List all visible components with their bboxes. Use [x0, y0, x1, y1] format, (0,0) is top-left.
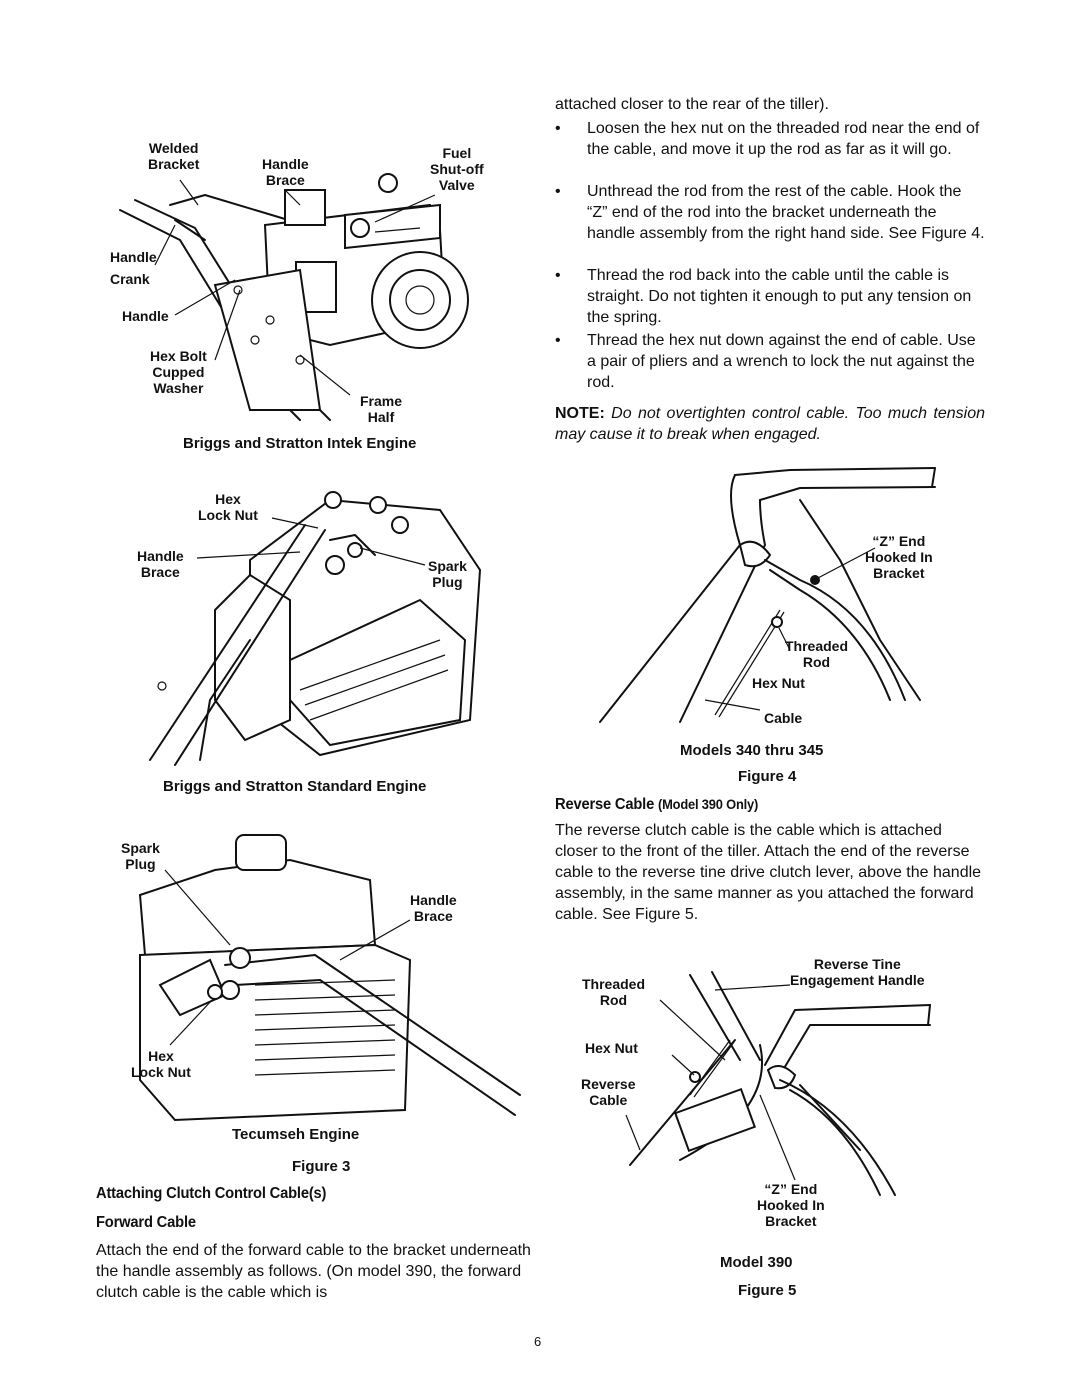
intro-text: attached closer to the rear of the tille… — [555, 96, 829, 113]
figure-4-caption: Models 340 thru 345 — [680, 742, 824, 759]
note-label: NOTE: — [555, 405, 605, 422]
bullet-text: Unthread the rod from the rest of the ca… — [587, 183, 985, 242]
figure-5-label: Figure 5 — [738, 1282, 797, 1299]
page-number: 6 — [534, 1334, 542, 1349]
reverse-cable-heading-sub: (Model 390 Only) — [657, 796, 759, 812]
bullet-item: • Thread the rod back into the cable unt… — [555, 265, 985, 328]
note-text: Do not overtighten control cable. Too mu… — [555, 405, 985, 443]
bullet-item: • Unthread the rod from the rest of the … — [555, 181, 985, 265]
forward-cable-paragraph: Attach the end of the forward cable to t… — [96, 1242, 531, 1301]
hex-nut-label: Hex Nut — [752, 675, 805, 691]
bullet-dot: • — [555, 120, 561, 137]
standard-caption: Briggs and Stratton Standard Engine — [163, 778, 427, 795]
reverse-cable-heading-main: Reverse Cable — [555, 796, 655, 813]
figure-3-label: Figure 3 — [292, 1158, 351, 1175]
cable-label: Cable — [764, 710, 803, 726]
hex-nut-label: Hex Nut — [585, 1040, 638, 1056]
bullet-dot: • — [555, 183, 561, 200]
bullet-dot: • — [555, 332, 561, 349]
reverse-cable-paragraph: The reverse clutch cable is the cable wh… — [555, 822, 982, 923]
figure-5-caption: Model 390 — [720, 1254, 793, 1271]
bullet-text: Loosen the hex nut on the threaded rod n… — [587, 120, 980, 158]
figure-4-label: Figure 4 — [738, 768, 797, 785]
attaching-clutch-heading: Attaching Clutch Control Cable(s) — [96, 1185, 327, 1202]
bullet-item: • Loosen the hex nut on the threaded rod… — [555, 118, 985, 181]
bullet-text: Thread the hex nut down against the end … — [587, 332, 976, 391]
handle-label: Handle — [122, 308, 169, 324]
bullet-dot: • — [555, 267, 561, 284]
intek-caption: Briggs and Stratton Intek Engine — [183, 435, 417, 452]
reverse-cable-heading: Reverse Cable (Model 390 Only) — [555, 796, 758, 814]
tecumseh-caption: Tecumseh Engine — [232, 1126, 360, 1143]
bullet-item: • Thread the hex nut down against the en… — [555, 330, 985, 393]
note-paragraph: NOTE: Do not overtighten control cable. … — [555, 403, 985, 445]
bullet-text: Thread the rod back into the cable until… — [587, 267, 972, 326]
forward-cable-heading: Forward Cable — [96, 1214, 196, 1231]
